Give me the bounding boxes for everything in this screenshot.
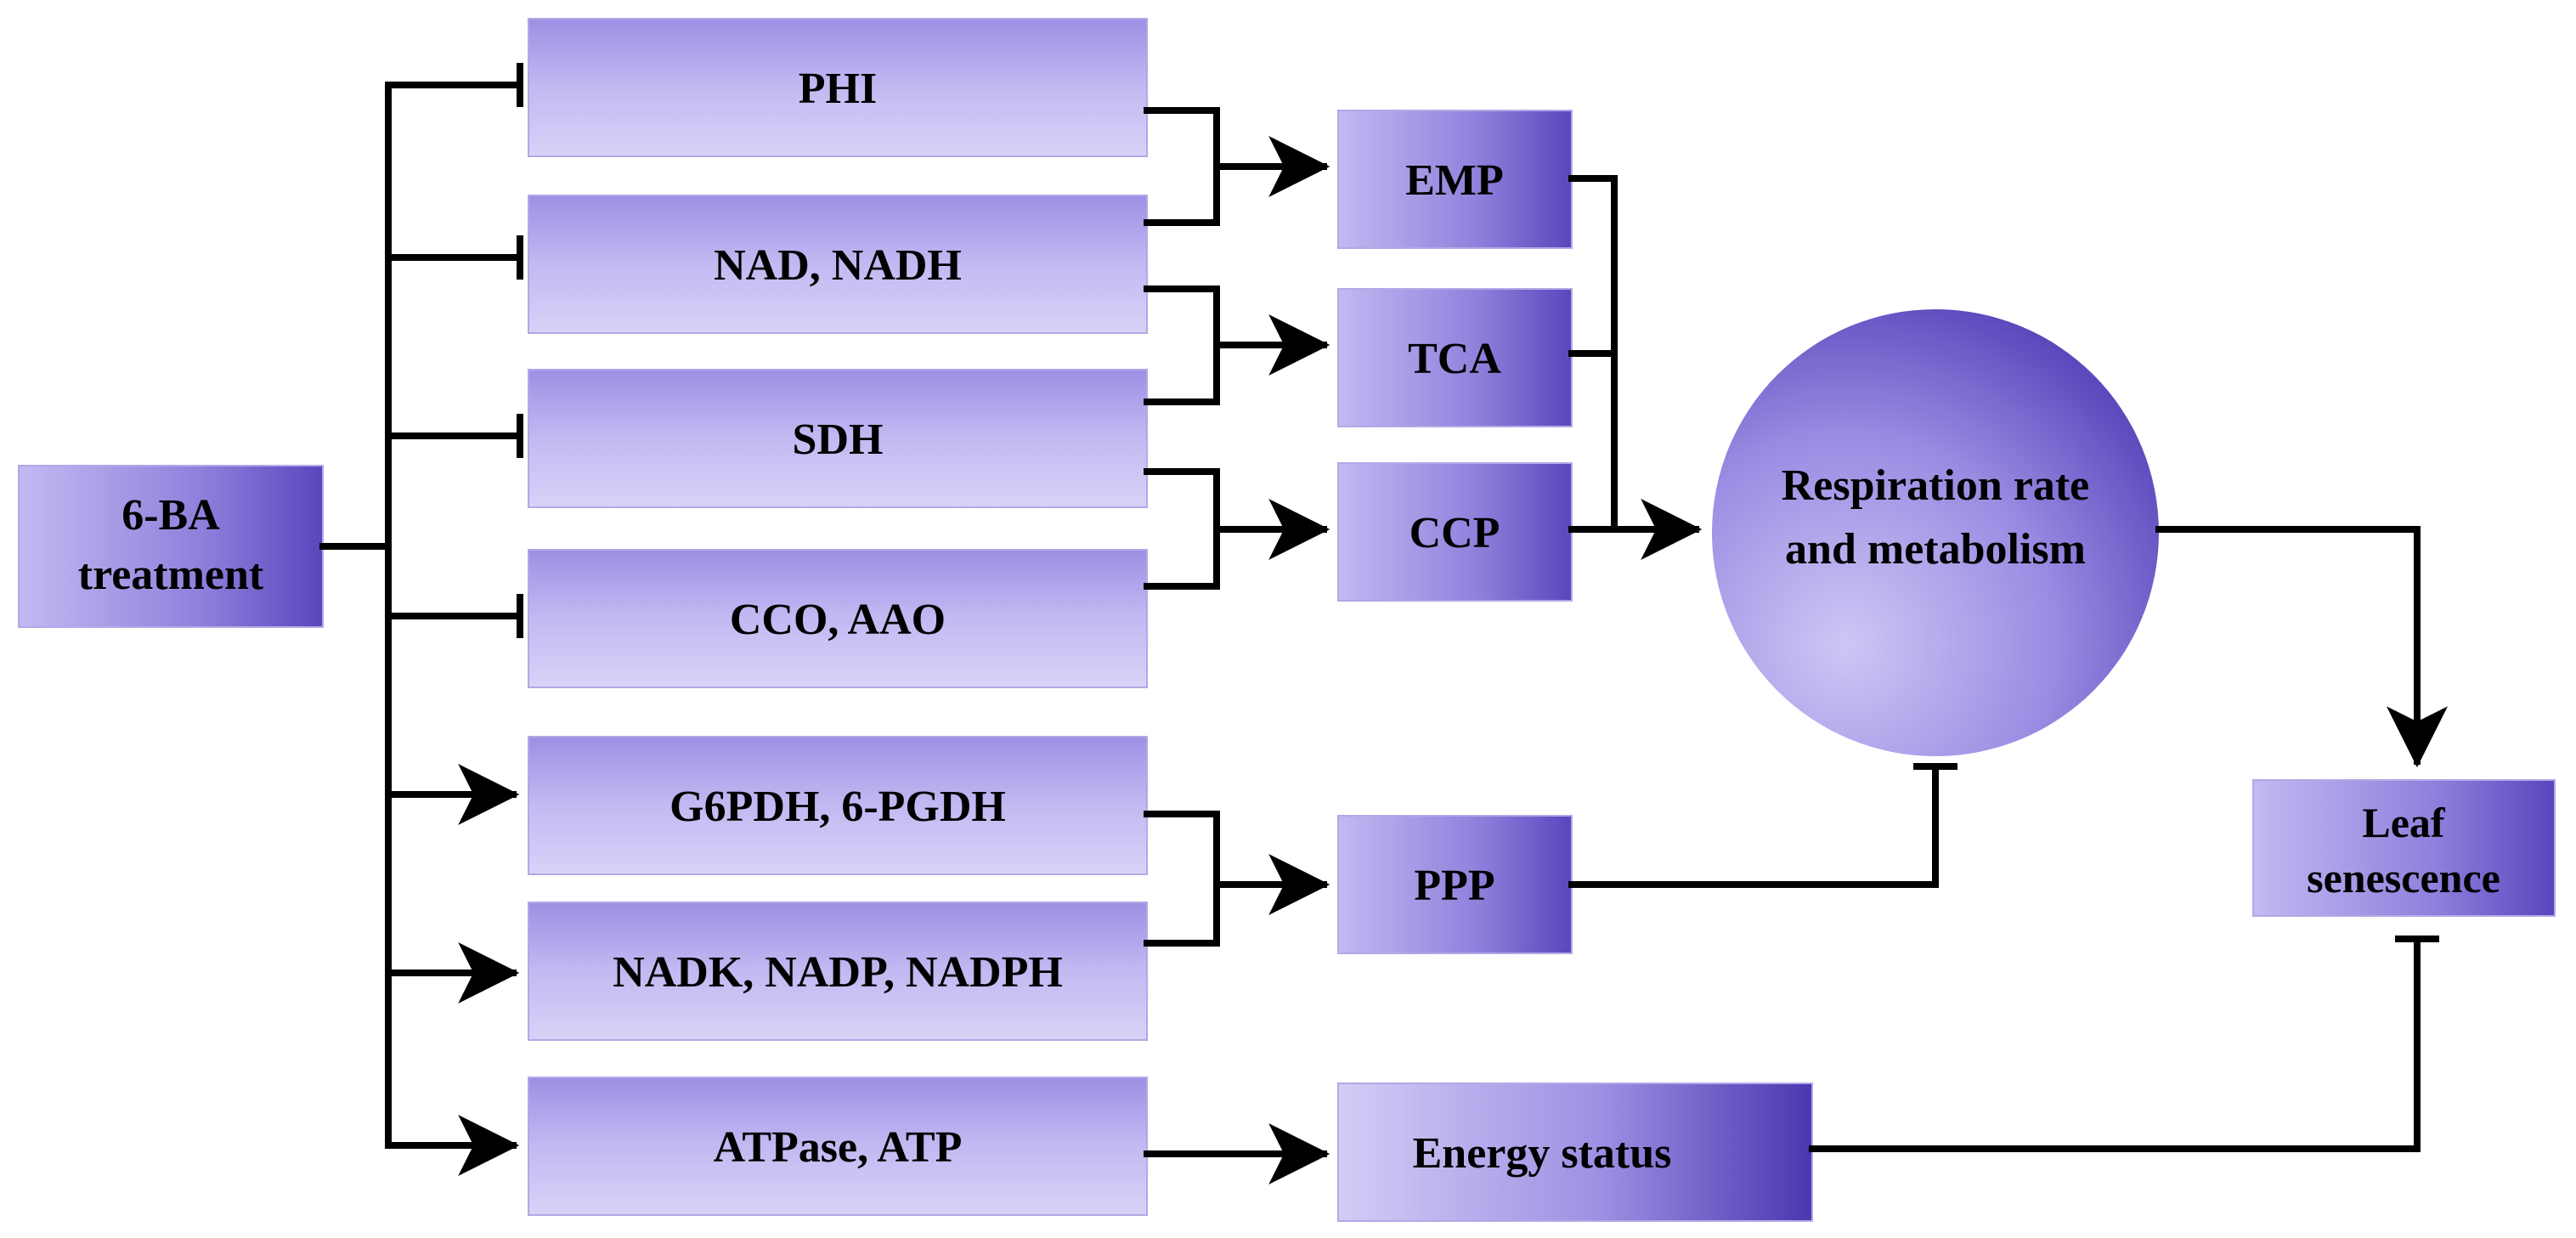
sdh-box bbox=[528, 369, 1148, 508]
energy-inhibit-line bbox=[1809, 936, 2421, 1152]
phi-label: PHI bbox=[799, 65, 877, 113]
leaf-senescence-box bbox=[2252, 779, 2556, 917]
energy-status-box bbox=[1337, 1083, 1813, 1222]
energy-status-label: Energy status bbox=[1413, 1129, 1672, 1178]
boxes: 6-BA treatment PHI NAD, NADH SDH CCO, AA… bbox=[18, 18, 2556, 1222]
respiration-circle bbox=[1712, 309, 2159, 756]
ppp-label: PPP bbox=[1414, 862, 1494, 910]
treatment-label-line2: treatment bbox=[78, 551, 264, 599]
ccp-label: CCP bbox=[1409, 509, 1500, 557]
ppp-inhibit-line bbox=[1568, 763, 1939, 888]
g6pdh-label: G6PDH, 6-PGDH bbox=[669, 783, 1006, 831]
connectors bbox=[319, 63, 2448, 1184]
pathways-merge-line bbox=[1568, 175, 1618, 533]
atpase-label: ATPase, ATP bbox=[714, 1123, 963, 1172]
phi-box bbox=[528, 18, 1148, 157]
respiration-label: Respiration rate bbox=[1782, 461, 2089, 510]
respiration-to-leaf-line bbox=[2155, 526, 2448, 768]
tca-box bbox=[1337, 288, 1573, 427]
nadk-label: NADK, NADP, NADPH bbox=[613, 948, 1063, 997]
nad-to-tca-bracket bbox=[1144, 285, 1220, 405]
sdh-label: SDH bbox=[793, 415, 884, 464]
respiration-label-line2: and metabolism bbox=[1785, 525, 2086, 574]
emp-box bbox=[1337, 110, 1573, 249]
treatment-box bbox=[18, 465, 324, 628]
nadk-box bbox=[528, 902, 1148, 1041]
leaf-senescence-label: Leaf bbox=[2362, 799, 2446, 846]
g6pdh-to-ppp-bracket bbox=[1144, 811, 1220, 947]
nad-nadh-label: NAD, NADH bbox=[714, 241, 962, 290]
sdh-to-ccp-bracket bbox=[1144, 468, 1220, 590]
emp-label: EMP bbox=[1405, 156, 1504, 205]
cco-aao-box bbox=[528, 549, 1148, 688]
ccp-box bbox=[1337, 462, 1573, 602]
g6pdh-box bbox=[528, 736, 1148, 875]
tca-label: TCA bbox=[1408, 335, 1501, 383]
treatment-label: 6-BA bbox=[121, 491, 220, 540]
phi-to-emp-bracket bbox=[1144, 107, 1220, 226]
atpase-box bbox=[528, 1077, 1148, 1216]
leaf-senescence-label-line2: senescence bbox=[2307, 854, 2500, 902]
cco-aao-label: CCO, AAO bbox=[730, 596, 946, 644]
nad-nadh-box bbox=[528, 195, 1148, 334]
